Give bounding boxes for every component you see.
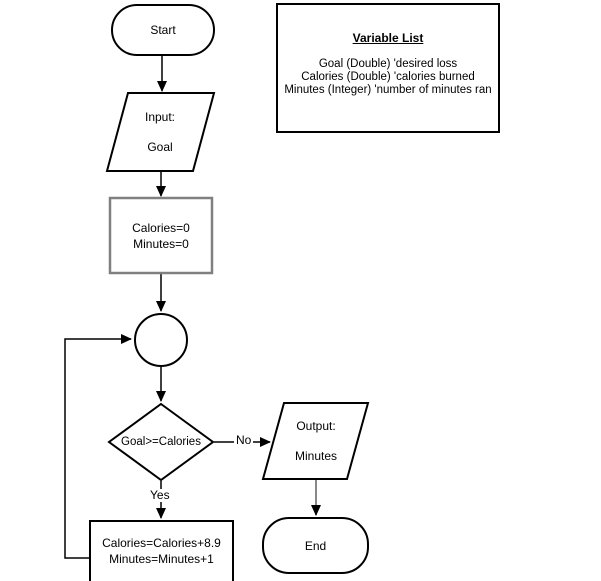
variable-list-item: Minutes (Integer) 'number of minutes ran [284,84,492,96]
variable-list-items: Goal (Double) 'desired loss Calories (Do… [278,58,498,97]
end-terminator-shape [262,517,369,574]
variable-list-item: Calories (Double) 'calories burned [301,71,475,83]
init-rectangle-shape [108,196,214,275]
edge-loop-back [64,334,132,559]
variable-list-item: Goal (Double) 'desired loss [318,58,458,70]
loop-connector-circle [134,313,188,367]
input-parallelogram-shape [105,92,216,172]
start-terminator-shape [111,4,215,56]
update-rectangle-shape [89,520,234,581]
decision-diamond-shape [107,402,215,482]
output-parallelogram-shape [261,402,370,480]
variable-list-title: Variable List [352,31,424,45]
variable-list-box: Variable List Goal (Double) 'desired los… [276,3,500,133]
